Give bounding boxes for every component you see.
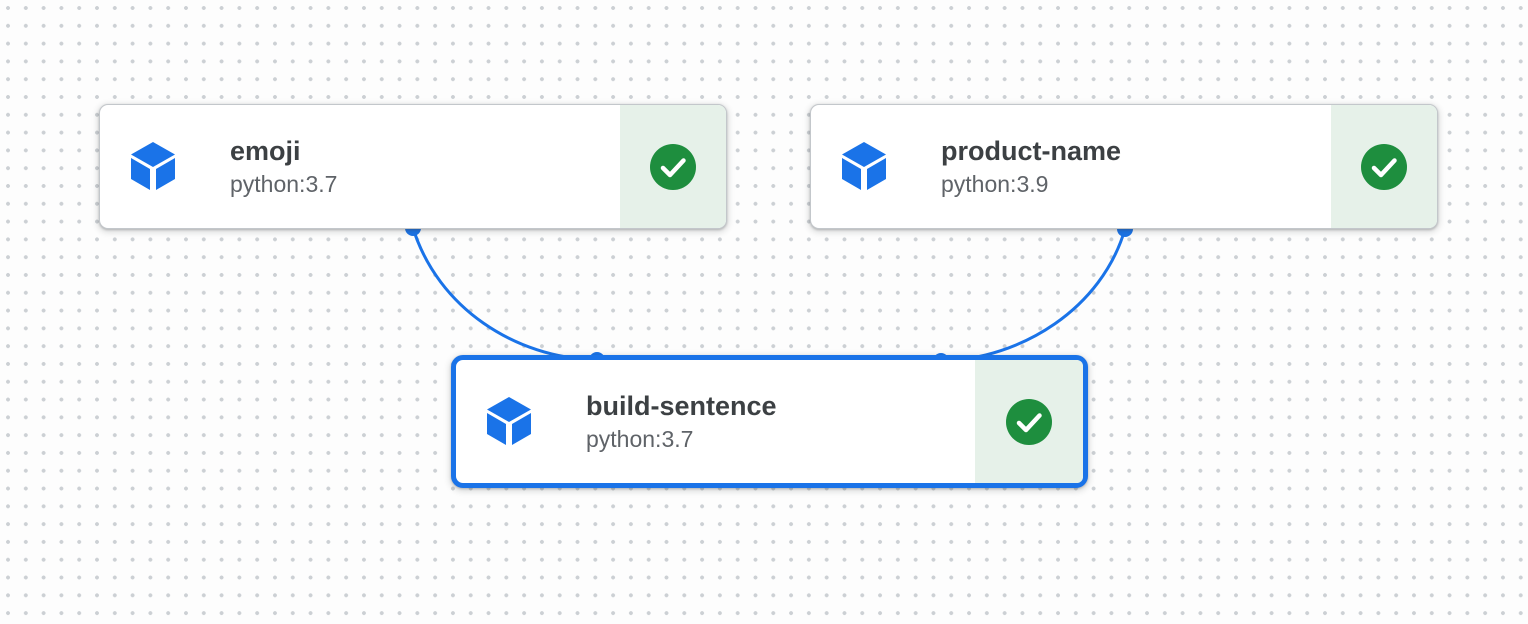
cube-package-icon — [840, 140, 888, 194]
cube-package-icon — [485, 395, 533, 449]
status-panel — [620, 105, 726, 228]
status-panel — [1331, 105, 1437, 228]
node-build-sentence-body: build-sentence python:3.7 — [456, 360, 975, 483]
node-build-sentence[interactable]: build-sentence python:3.7 — [451, 355, 1088, 488]
node-subtitle: python:3.9 — [941, 171, 1049, 197]
edge-product-name-to-build-sentence — [940, 228, 1127, 363]
node-title: product-name — [941, 136, 1122, 166]
node-emoji[interactable]: emoji python:3.7 — [99, 104, 727, 229]
cube-package-icon — [129, 140, 177, 194]
edge-emoji-to-build-sentence — [411, 227, 598, 362]
node-product-name[interactable]: product-name python:3.9 — [810, 104, 1438, 229]
node-title: build-sentence — [586, 391, 777, 421]
check-circle-icon — [1006, 398, 1052, 445]
node-product-name-body: product-name python:3.9 — [811, 105, 1331, 228]
status-panel — [975, 360, 1083, 483]
check-circle-icon — [1361, 143, 1407, 190]
node-emoji-body: emoji python:3.7 — [100, 105, 620, 228]
node-title: emoji — [230, 136, 301, 166]
node-subtitle: python:3.7 — [586, 426, 694, 452]
node-subtitle: python:3.7 — [230, 171, 338, 197]
check-circle-icon — [650, 143, 696, 190]
